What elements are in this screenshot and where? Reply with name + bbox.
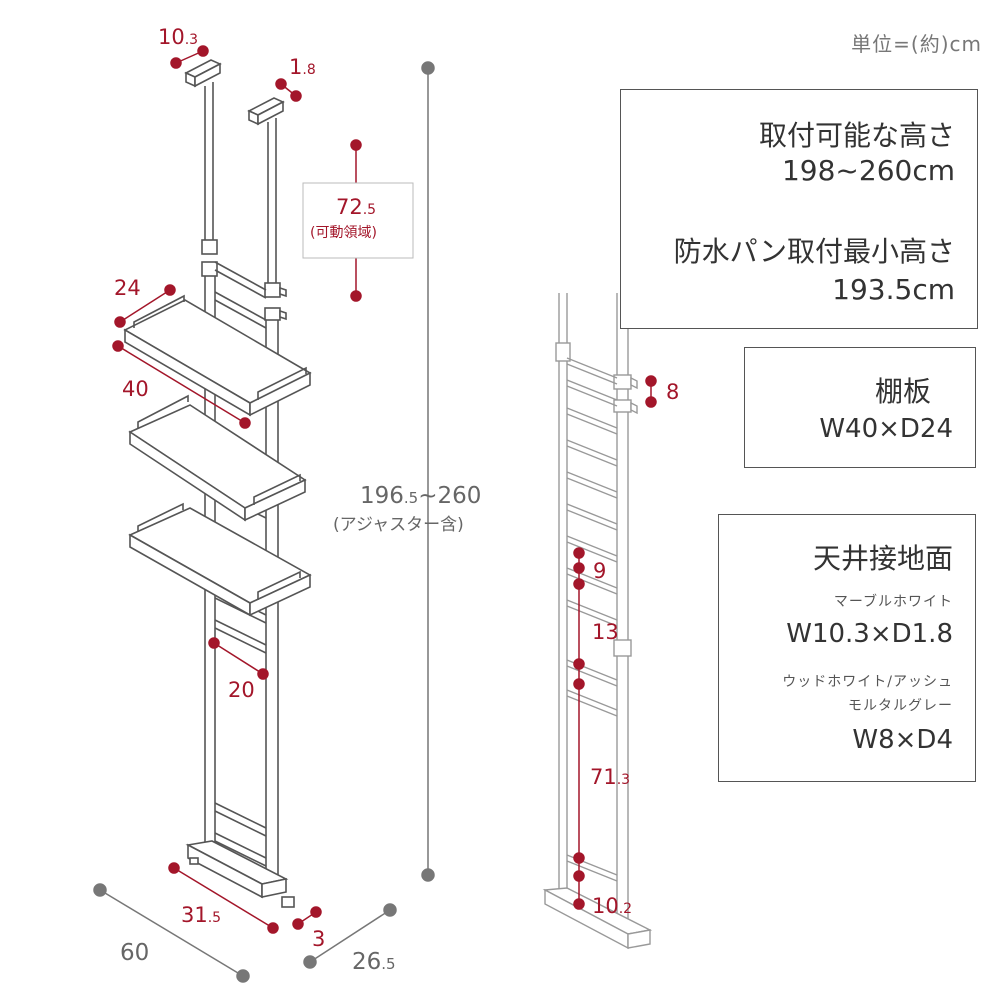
shelf-board-label: 棚板 bbox=[874, 375, 931, 408]
red-dimension-lines bbox=[112, 45, 657, 934]
unit-label: 単位=(約)cm bbox=[851, 32, 982, 56]
main-shelf-frame bbox=[184, 59, 295, 908]
footprint-width-left-dot bbox=[93, 883, 107, 897]
mounting-height-label: 取付可能な高さ bbox=[758, 119, 955, 152]
top-pad-width-label: 10.3 bbox=[158, 25, 198, 49]
base-depth-label: 3 bbox=[312, 927, 325, 951]
footprint-depth-right-dot bbox=[383, 903, 397, 917]
side-bottom-label: 10.2 bbox=[592, 894, 632, 918]
total-height-note: (アジャスター含) bbox=[333, 515, 464, 535]
shelf-width-label: 40 bbox=[122, 377, 149, 401]
marble-white-value: W10.3×D1.8 bbox=[786, 619, 953, 649]
footprint-width-right-dot bbox=[236, 969, 250, 983]
side-pitch-a-label: 9 bbox=[593, 559, 606, 583]
footprint-depth-left-dot bbox=[303, 955, 317, 969]
adjust-range-note: (可動領域) bbox=[310, 224, 377, 241]
shelf-depth-label: 24 bbox=[114, 276, 141, 300]
mounting-height-box: 取付可能な高さ 198~260cm 防水パン取付最小高さ 193.5cm bbox=[620, 89, 978, 329]
mounting-height-value: 198~260cm bbox=[781, 154, 955, 187]
marble-white-label: マーブルホワイト bbox=[833, 594, 953, 610]
footprint-depth-label: 26.5 bbox=[352, 949, 396, 975]
total-height-top-dot bbox=[421, 61, 435, 75]
mortar-gray-label: モルタルグレー bbox=[848, 698, 953, 714]
adjust-range-label: 72.5 bbox=[336, 195, 376, 219]
wood-value: W8×D4 bbox=[852, 725, 953, 755]
shelf-boards bbox=[123, 294, 312, 617]
side-top-gap-label: 8 bbox=[666, 380, 679, 404]
top-pad-depth-label: 1.8 bbox=[289, 55, 316, 79]
shelf-board-box: 棚板 W40×D24 bbox=[744, 347, 976, 468]
waterproof-pan-height-value: 193.5cm bbox=[832, 273, 955, 306]
waterproof-pan-height-label: 防水パン取付最小高さ bbox=[673, 235, 955, 268]
top-pad-right bbox=[247, 97, 285, 126]
total-height-bottom-dot bbox=[421, 868, 435, 882]
gray-dimension-lines bbox=[93, 61, 435, 983]
adjust-range-box bbox=[302, 182, 414, 259]
shelf-board-value: W40×D24 bbox=[819, 414, 953, 444]
ceiling-contact-box: 天井接地面 マーブルホワイト W10.3×D1.8 ウッドホワイト/アッシュ モ… bbox=[718, 514, 976, 782]
base-width-label: 31.5 bbox=[181, 903, 221, 927]
wood-white-ash-label: ウッドホワイト/アッシュ bbox=[782, 674, 953, 690]
shelf-top bbox=[123, 294, 312, 417]
footprint-width-label: 60 bbox=[120, 940, 149, 966]
ladder-pitch-label: 20 bbox=[228, 678, 255, 702]
total-height-label: 196.5~260 bbox=[360, 483, 481, 509]
side-span-label: 71.3 bbox=[590, 765, 630, 789]
top-pad-left bbox=[184, 59, 222, 88]
side-pitch-b-label: 13 bbox=[592, 620, 619, 644]
shelf-middle bbox=[128, 394, 307, 522]
shelf-bottom bbox=[128, 502, 312, 617]
ceiling-contact-label: 天井接地面 bbox=[812, 542, 953, 575]
